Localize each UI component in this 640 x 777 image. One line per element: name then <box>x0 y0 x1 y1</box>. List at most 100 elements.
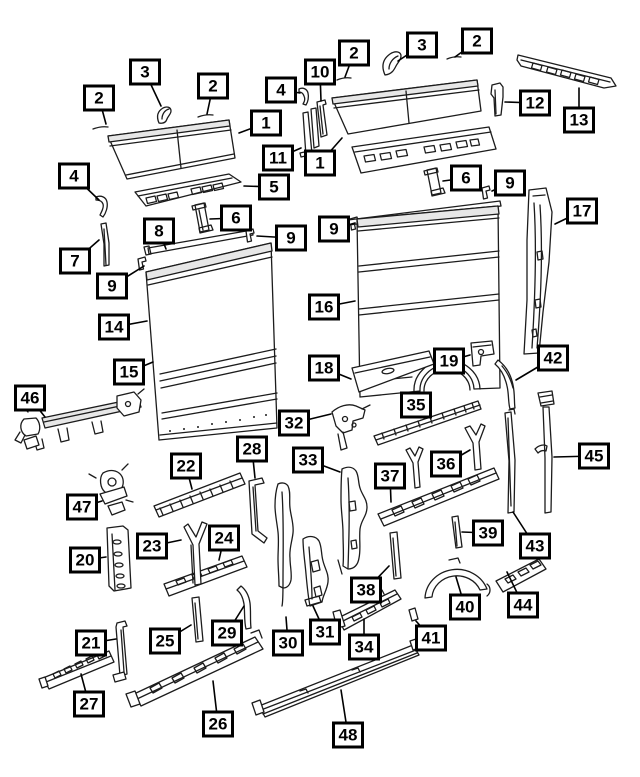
callout-3[interactable]: 3 <box>406 31 438 59</box>
part-4-hook-drawings <box>95 87 310 218</box>
callout-44[interactable]: 44 <box>507 591 539 619</box>
callout-7[interactable]: 7 <box>59 247 91 275</box>
part-45-strip-drawing <box>534 390 555 514</box>
part-41-clip-drawing <box>408 607 419 622</box>
callout-34[interactable]: 34 <box>348 633 380 661</box>
callout-15[interactable]: 15 <box>113 358 145 386</box>
part-32-bracket-drawing <box>331 404 371 451</box>
callout-30[interactable]: 30 <box>272 629 304 657</box>
callout-21[interactable]: 21 <box>75 629 107 657</box>
callout-48[interactable]: 48 <box>332 721 364 749</box>
callout-19[interactable]: 19 <box>433 347 465 375</box>
part-22-rail-drawing <box>153 472 246 518</box>
callout-9[interactable]: 9 <box>494 169 526 197</box>
part-48-rocker-sill-drawing <box>251 637 423 718</box>
callout-37[interactable]: 37 <box>374 462 406 490</box>
part-19-bracket-drawing <box>470 340 495 367</box>
part-38-strip-drawing <box>389 531 402 580</box>
callout-45[interactable]: 45 <box>578 442 610 470</box>
callout-1[interactable]: 1 <box>304 149 336 177</box>
part-36-strut-drawings <box>405 423 486 489</box>
callout-35[interactable]: 35 <box>400 391 432 419</box>
part-14-side-panel-drawing <box>145 242 278 441</box>
part-43-strip-drawing <box>504 408 516 514</box>
part-27-sill-drawing <box>38 650 115 690</box>
callout-16[interactable]: 16 <box>308 293 340 321</box>
part-37-rail-drawing <box>377 467 500 527</box>
part-42-strip-drawing <box>494 359 516 410</box>
part-7-strip-drawing <box>100 222 110 267</box>
callout-29[interactable]: 29 <box>211 619 243 647</box>
callout-26[interactable]: 26 <box>202 710 234 738</box>
callout-22[interactable]: 22 <box>170 452 202 480</box>
callout-39[interactable]: 39 <box>472 519 504 547</box>
part-1-right-roof-panel-drawing <box>331 79 482 135</box>
callout-5[interactable]: 5 <box>258 173 290 201</box>
part-33-pillar-drawing <box>337 466 368 575</box>
callout-33[interactable]: 33 <box>292 446 324 474</box>
part-6-bracket-drawings <box>191 167 446 234</box>
part-20-pillar-drawing <box>106 525 132 592</box>
callout-6[interactable]: 6 <box>450 164 482 192</box>
part-47-bracket-drawing <box>88 463 134 516</box>
part-13-sill-bar-drawing <box>516 54 617 89</box>
callout-46[interactable]: 46 <box>14 384 46 412</box>
part-12-bracket-drawing <box>490 82 504 117</box>
callout-12[interactable]: 12 <box>519 89 551 117</box>
part-44-plate-drawing <box>495 558 547 593</box>
callout-14[interactable]: 14 <box>98 313 130 341</box>
part-8-rail-drawing <box>143 229 254 256</box>
part-17-pillar-drawing <box>523 187 553 355</box>
callout-31[interactable]: 31 <box>309 618 341 646</box>
callout-2[interactable]: 2 <box>197 72 229 100</box>
callout-28[interactable]: 28 <box>236 435 268 463</box>
part-26-sill-drawing <box>125 629 264 708</box>
callout-1[interactable]: 1 <box>250 109 282 137</box>
callout-2[interactable]: 2 <box>338 39 370 67</box>
callout-2[interactable]: 2 <box>83 84 115 112</box>
callout-43[interactable]: 43 <box>519 532 551 560</box>
callout-20[interactable]: 20 <box>69 546 101 574</box>
callout-11[interactable]: 11 <box>262 144 294 172</box>
callout-38[interactable]: 38 <box>350 576 382 604</box>
part-39-strip-drawing <box>451 515 463 549</box>
callout-9[interactable]: 9 <box>275 224 307 252</box>
part-21-strip-drawing <box>112 620 128 683</box>
callout-23[interactable]: 23 <box>136 532 168 560</box>
callout-4[interactable]: 4 <box>58 162 90 190</box>
callout-47[interactable]: 47 <box>66 493 98 521</box>
callout-41[interactable]: 41 <box>415 624 447 652</box>
callout-13[interactable]: 13 <box>563 106 595 134</box>
part-35-rail-drawing <box>373 400 482 446</box>
callout-24[interactable]: 24 <box>208 524 240 552</box>
callout-36[interactable]: 36 <box>430 450 462 478</box>
callout-25[interactable]: 25 <box>149 627 181 655</box>
callout-6[interactable]: 6 <box>220 204 252 232</box>
part-28-strip-drawing <box>248 477 268 544</box>
right-slotted-rail-drawing <box>351 126 497 174</box>
part-31-pillar-drawing <box>302 535 329 607</box>
callout-9[interactable]: 9 <box>96 272 128 300</box>
part-2-clip-drawings <box>92 56 462 130</box>
callout-10[interactable]: 10 <box>304 58 336 86</box>
part-1-left-roof-panel-drawing <box>107 119 236 180</box>
callout-17[interactable]: 17 <box>566 197 598 225</box>
callout-32[interactable]: 32 <box>278 409 310 437</box>
callout-4[interactable]: 4 <box>265 76 297 104</box>
part-40-wheel-arch-drawing <box>424 557 491 599</box>
callout-8[interactable]: 8 <box>143 217 175 245</box>
part-30-strip-drawing <box>274 482 294 607</box>
callout-3[interactable]: 3 <box>129 58 161 86</box>
part-24-rail-drawing <box>163 555 248 597</box>
callout-9[interactable]: 9 <box>318 215 350 243</box>
callout-27[interactable]: 27 <box>73 690 105 718</box>
callout-2[interactable]: 2 <box>461 27 493 55</box>
part-10-bracket-drawing <box>316 99 328 138</box>
callout-40[interactable]: 40 <box>449 593 481 621</box>
part-29-strip-drawing <box>236 585 252 630</box>
part-3-bracket-drawings <box>156 51 402 124</box>
callout-42[interactable]: 42 <box>537 344 569 372</box>
callout-18[interactable]: 18 <box>308 354 340 382</box>
